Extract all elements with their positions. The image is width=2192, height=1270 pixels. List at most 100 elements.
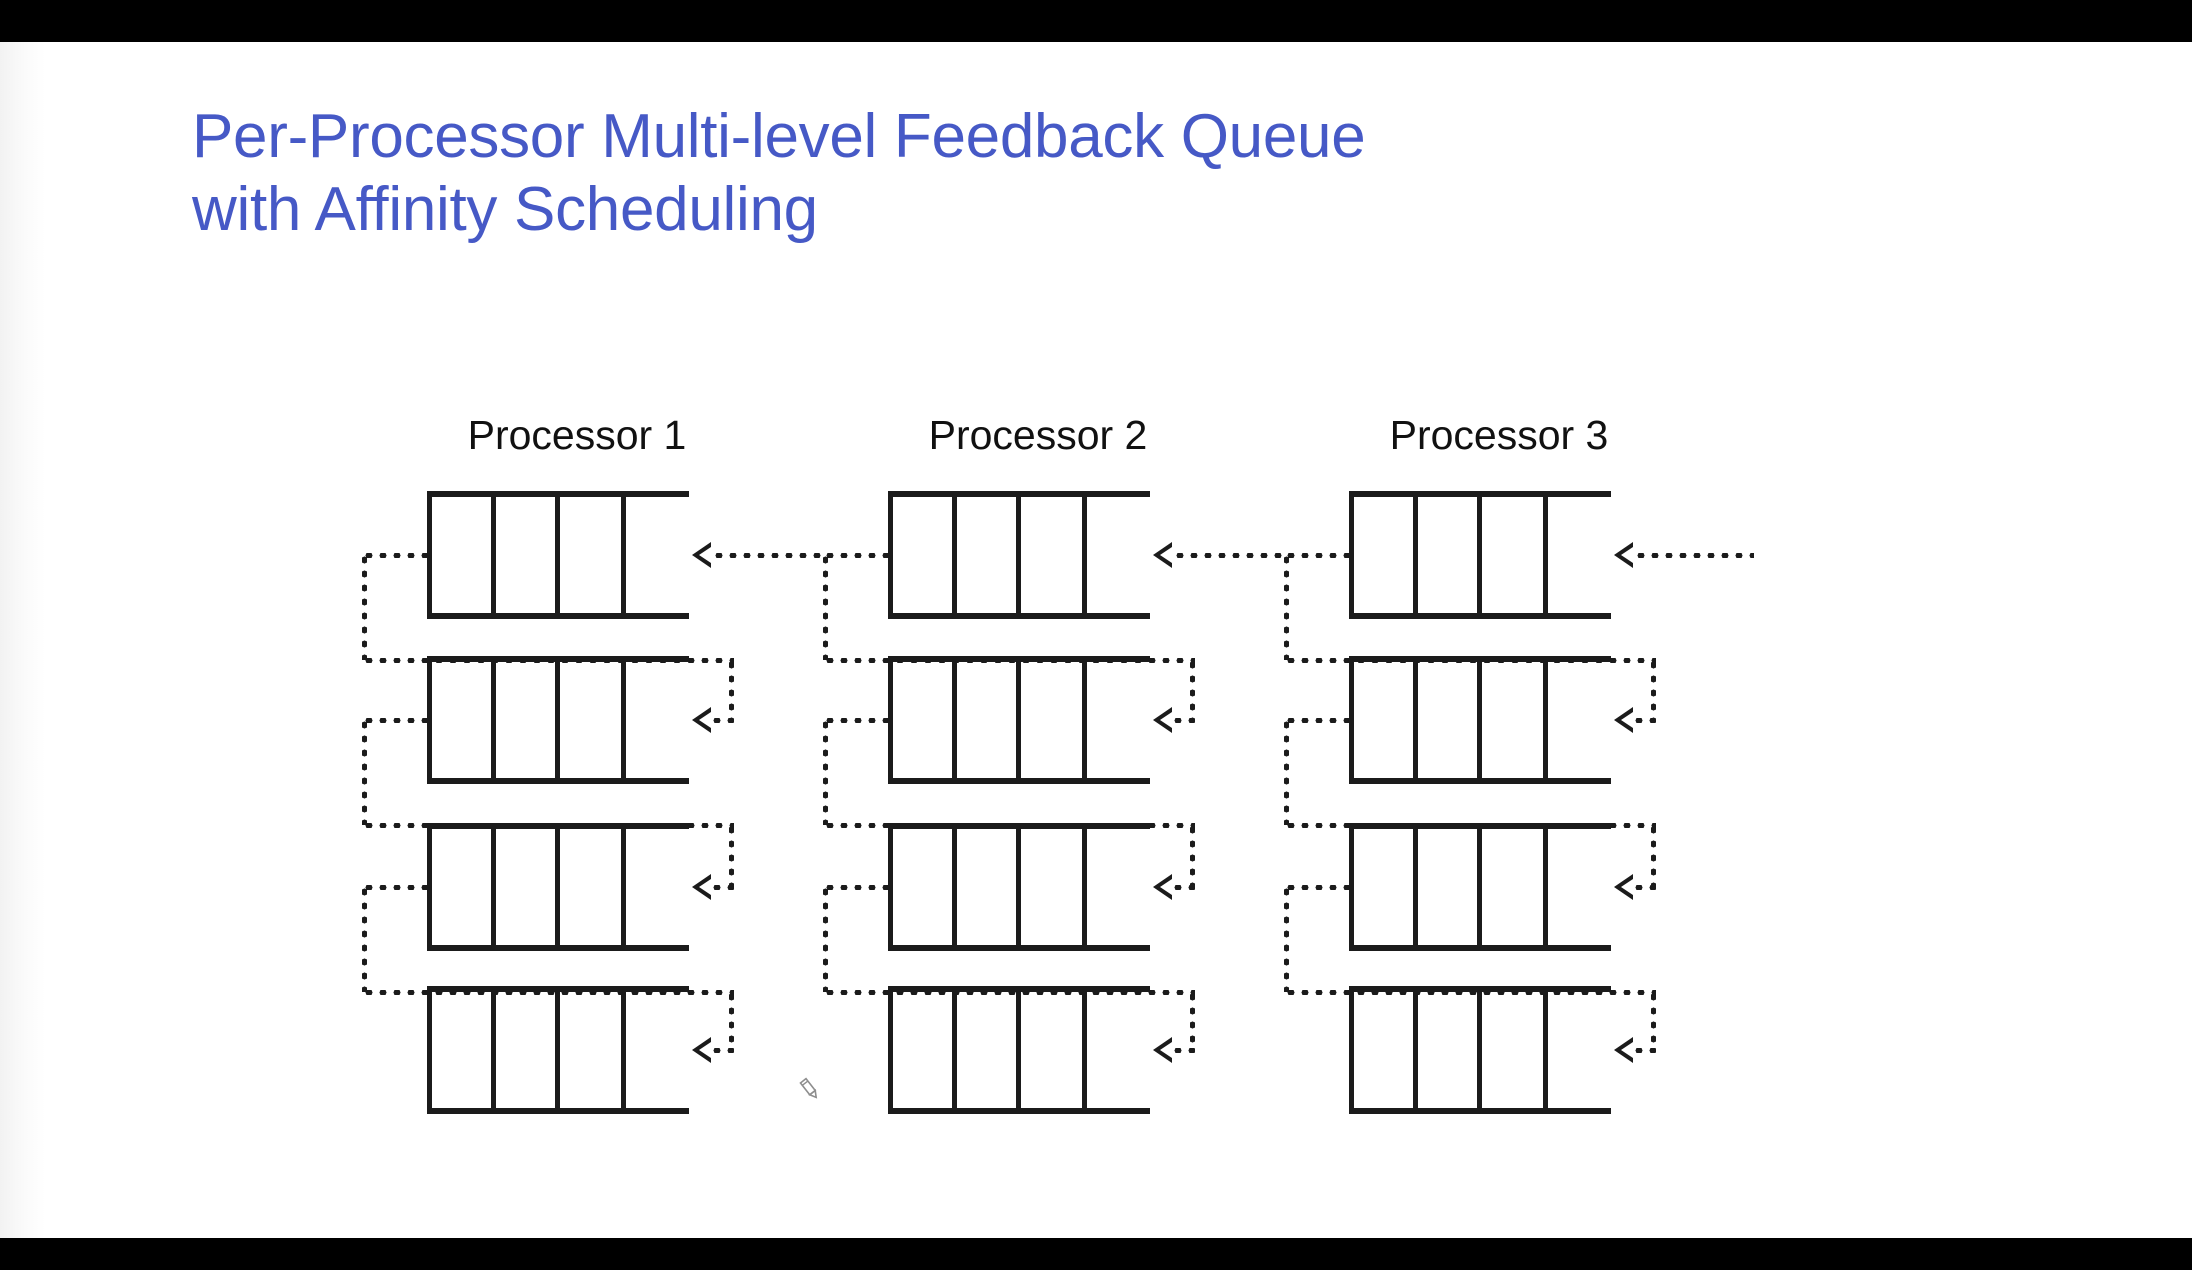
queue-incoming-arrowhead-2	[1614, 707, 1633, 733]
feedback-down-right-3	[1651, 990, 1656, 1050]
feedback-down-right-2	[1651, 823, 1656, 887]
feedback-run-right-3	[823, 990, 1195, 995]
feedback-into-next-3	[1632, 1048, 1656, 1053]
queue-level-4[interactable]	[427, 986, 689, 1114]
feedback-run-right-3	[362, 990, 734, 995]
pencil-cursor-icon	[792, 1072, 826, 1106]
feedback-down-left-1	[362, 553, 367, 660]
queue-slot-divider-2	[555, 493, 560, 617]
feedback-down-left-2	[362, 718, 367, 825]
queue-slot-divider-0	[1349, 493, 1354, 617]
page-title: Per-Processor Multi-level Feedback Queue…	[192, 102, 1366, 245]
queue-incoming-tail-1	[1173, 553, 1293, 558]
feedback-down-left-1	[1284, 553, 1289, 660]
feedback-down-right-3	[729, 990, 734, 1050]
feedback-down-right-2	[729, 823, 734, 887]
queue-incoming-arrowhead-4	[692, 1037, 711, 1063]
queue-slot-divider-3	[1082, 988, 1087, 1112]
feedback-down-left-3	[1284, 885, 1289, 992]
queue-incoming-tail-1	[712, 553, 832, 558]
queue-slot-divider-3	[1543, 988, 1548, 1112]
feedback-into-next-3	[710, 1048, 734, 1053]
queue-slot-divider-1	[1413, 988, 1418, 1112]
queue-level-1[interactable]	[427, 491, 689, 619]
queue-incoming-arrowhead-1	[1614, 542, 1633, 568]
queue-level-2[interactable]	[888, 656, 1150, 784]
queue-slot-divider-2	[1477, 988, 1482, 1112]
queue-slot-divider-1	[1413, 493, 1418, 617]
feedback-down-left-2	[823, 718, 828, 825]
queue-slot-divider-2	[1016, 658, 1021, 782]
queue-slot-divider-1	[491, 988, 496, 1112]
queue-slot-divider-1	[952, 493, 957, 617]
feedback-into-next-2	[1632, 885, 1656, 890]
queue-slot-divider-3	[1082, 493, 1087, 617]
feedback-out-left-3	[823, 885, 890, 890]
queue-slot-divider-3	[621, 493, 626, 617]
feedback-down-right-1	[729, 658, 734, 720]
processor-column-2: Processor 2	[803, 42, 1293, 1238]
queue-slot-divider-0	[888, 493, 893, 617]
feedback-out-left-3	[362, 885, 429, 890]
processor-label-2: Processor 2	[928, 412, 1148, 458]
queue-slot-divider-0	[427, 493, 432, 617]
queue-slot-divider-2	[1016, 825, 1021, 949]
feedback-down-left-3	[823, 885, 828, 992]
slide-canvas: Per-Processor Multi-level Feedback Queue…	[0, 42, 2192, 1238]
queue-level-3[interactable]	[427, 823, 689, 951]
queue-slot-divider-3	[621, 825, 626, 949]
queue-slot-divider-3	[1543, 658, 1548, 782]
feedback-out-left-2	[823, 718, 890, 723]
queue-incoming-arrowhead-2	[1153, 707, 1172, 733]
queue-slot-divider-1	[952, 658, 957, 782]
processor-column-1: Processor 1	[342, 42, 832, 1238]
queue-slot-divider-1	[952, 825, 957, 949]
feedback-into-next-3	[1171, 1048, 1195, 1053]
slide-left-gutter	[0, 42, 46, 1238]
queue-level-2[interactable]	[1349, 656, 1611, 784]
feedback-into-next-1	[710, 718, 734, 723]
mlfq-diagram: Processor 1 Processor 2 Processor 3	[0, 42, 2192, 1238]
queue-slot-divider-0	[1349, 825, 1354, 949]
feedback-down-right-2	[1190, 823, 1195, 887]
queue-level-2[interactable]	[427, 656, 689, 784]
processor-label-3: Processor 3	[1389, 412, 1609, 458]
queue-incoming-arrowhead-1	[692, 542, 711, 568]
queue-slot-divider-0	[888, 658, 893, 782]
queue-incoming-arrowhead-3	[1153, 874, 1172, 900]
queue-slot-divider-0	[427, 658, 432, 782]
queue-level-3[interactable]	[888, 823, 1150, 951]
feedback-down-right-1	[1190, 658, 1195, 720]
queue-slot-divider-1	[491, 825, 496, 949]
queue-slot-divider-3	[621, 988, 626, 1112]
queue-incoming-arrowhead-1	[1153, 542, 1172, 568]
feedback-down-right-1	[1651, 658, 1656, 720]
slide-right-edge	[2140, 42, 2192, 1238]
queue-incoming-arrowhead-4	[1153, 1037, 1172, 1063]
queue-slot-divider-2	[555, 988, 560, 1112]
queue-incoming-arrowhead-2	[692, 707, 711, 733]
feedback-down-left-3	[362, 885, 367, 992]
feedback-out-left-1	[823, 553, 890, 558]
feedback-run-right-3	[1284, 990, 1656, 995]
queue-slot-divider-3	[621, 658, 626, 782]
feedback-into-next-1	[1632, 718, 1656, 723]
feedback-out-left-3	[1284, 885, 1351, 890]
queue-level-4[interactable]	[1349, 986, 1611, 1114]
queue-level-4[interactable]	[888, 986, 1150, 1114]
feedback-out-left-1	[1284, 553, 1351, 558]
feedback-into-next-1	[1171, 718, 1195, 723]
queue-slot-divider-0	[427, 825, 432, 949]
queue-incoming-arrowhead-3	[1614, 874, 1633, 900]
feedback-down-left-1	[823, 553, 828, 660]
queue-level-1[interactable]	[1349, 491, 1611, 619]
queue-slot-divider-0	[1349, 988, 1354, 1112]
queue-slot-divider-0	[888, 825, 893, 949]
processor-column-3: Processor 3	[1264, 42, 1754, 1238]
letterbox-bottom	[0, 1238, 2192, 1270]
queue-level-1[interactable]	[888, 491, 1150, 619]
queue-slot-divider-2	[1477, 658, 1482, 782]
feedback-out-left-2	[362, 718, 429, 723]
queue-slot-divider-1	[1413, 825, 1418, 949]
queue-level-3[interactable]	[1349, 823, 1611, 951]
